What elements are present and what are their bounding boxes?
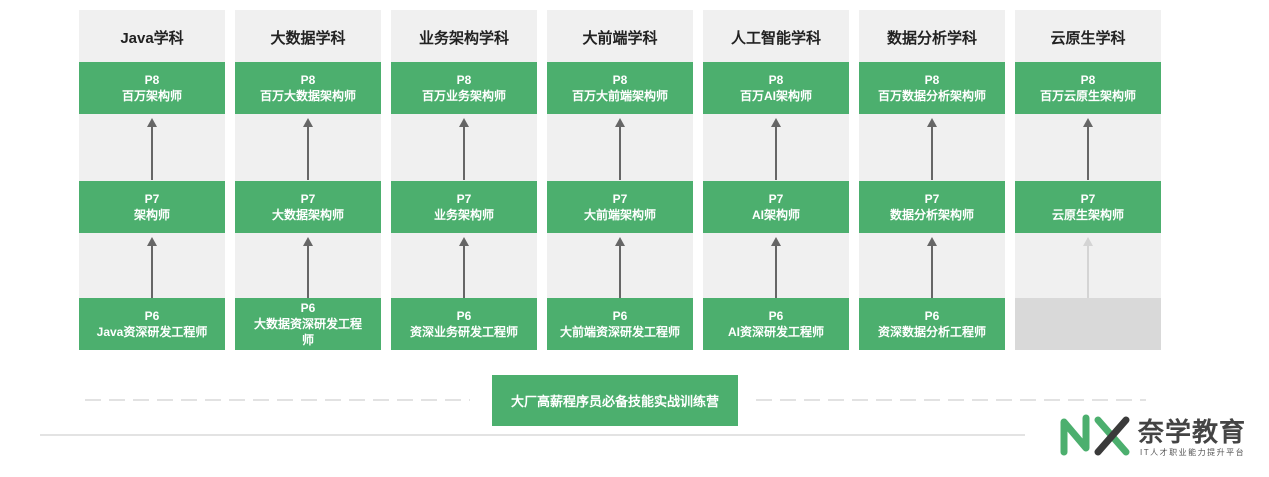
p8-box: P8 百万AI架构师	[703, 62, 849, 114]
p8-box: P8 百万架构师	[79, 62, 225, 114]
arrow-up-icon	[147, 118, 157, 180]
column-title: 大数据学科	[270, 30, 346, 47]
p8-level: P8	[300, 73, 316, 87]
arrow-up-icon	[771, 237, 781, 298]
p6-level: P6	[612, 309, 628, 323]
p8-box: P8 百万业务架构师	[391, 62, 537, 114]
arrow-up-icon	[303, 237, 313, 298]
arrow-up-icon	[459, 118, 469, 180]
nx-logo-icon	[1060, 414, 1130, 456]
p7-role: 大前端架构师	[583, 208, 656, 222]
p7-box: P7 大前端架构师	[547, 181, 693, 233]
p8-role: 百万大数据架构师	[259, 89, 356, 103]
column-java: Java学科 P8 百万架构师 P7 架构师 P6 Java资深研发工程师	[79, 10, 225, 350]
p8-level: P8	[1080, 73, 1096, 87]
brand-logo: 奈学教育 IT人才职业能力提升平台	[1060, 412, 1245, 460]
dashed-line-left	[85, 399, 470, 401]
p6-box: P6 大前端资深研发工程师	[547, 298, 693, 350]
p6-level: P6	[768, 309, 784, 323]
p6-role: 大前端资深研发工程师	[559, 325, 680, 339]
p7-level: P7	[924, 192, 940, 206]
p8-role: 百万云原生架构师	[1039, 89, 1136, 103]
column-business-arch: 业务架构学科 P8 百万业务架构师 P7 业务架构师 P6 资深业务研发工程师	[391, 10, 537, 350]
column-title: 业务架构学科	[418, 30, 509, 47]
p7-role: 大数据架构师	[271, 208, 344, 222]
p6-box: P6 Java资深研发工程师	[79, 298, 225, 350]
p6-role: 资深数据分析工程师	[877, 325, 986, 339]
p8-level: P8	[924, 73, 940, 87]
p8-role: 百万数据分析架构师	[877, 89, 986, 103]
p7-role: 云原生架构师	[1051, 208, 1124, 222]
divider	[40, 434, 1025, 436]
p6-level: P6	[456, 309, 472, 323]
p8-role: 百万AI架构师	[739, 89, 812, 103]
p7-level: P7	[456, 192, 472, 206]
column-frontend: 大前端学科 P8 百万大前端架构师 P7 大前端架构师 P6 大前端资深研发工程…	[547, 10, 693, 350]
p8-level: P8	[456, 73, 472, 87]
column-bigdata: 大数据学科 P8 百万大数据架构师 P7 大数据架构师 P6 大数据资深研发工程…	[235, 10, 381, 350]
p8-box: P8 百万大数据架构师	[235, 62, 381, 114]
p8-box: P8 百万数据分析架构师	[859, 62, 1005, 114]
column-title: Java学科	[120, 30, 184, 47]
p6-role: 资深业务研发工程师	[409, 325, 518, 339]
p6-level: P6	[144, 309, 160, 323]
p7-role: AI架构师	[751, 208, 800, 222]
p6-role: AI资深研发工程师	[727, 325, 824, 339]
p8-role: 百万架构师	[121, 89, 182, 103]
p8-level: P8	[768, 73, 784, 87]
p7-box: P7 架构师	[79, 181, 225, 233]
arrow-up-icon	[1083, 237, 1093, 298]
column-cloud-native: 云原生学科 P8 百万云原生架构师 P7 云原生架构师	[1015, 10, 1161, 350]
arrow-up-icon	[615, 118, 625, 180]
p6-box: P6 资深业务研发工程师	[391, 298, 537, 350]
arrow-up-icon	[927, 237, 937, 298]
column-title: 数据分析学科	[886, 30, 977, 47]
p7-role: 架构师	[133, 208, 170, 222]
bootcamp-banner: 大厂高薪程序员必备技能实战训练营	[492, 375, 738, 426]
p7-box: P7 云原生架构师	[1015, 181, 1161, 233]
p6-box: P6 资深数据分析工程师	[859, 298, 1005, 350]
p8-box: P8 百万云原生架构师	[1015, 62, 1161, 114]
p8-role: 百万大前端架构师	[571, 89, 668, 103]
p8-level: P8	[612, 73, 628, 87]
p7-box: P7 AI架构师	[703, 181, 849, 233]
column-title: 人工智能学科	[730, 30, 821, 47]
arrow-up-icon	[147, 237, 157, 298]
brand-tagline: IT人才职业能力提升平台	[1140, 448, 1246, 457]
arrow-up-icon	[771, 118, 781, 180]
p8-role: 百万业务架构师	[421, 89, 506, 103]
p8-box: P8 百万大前端架构师	[547, 62, 693, 114]
p6-role: Java资深研发工程师	[96, 325, 208, 339]
p6-role: 大数据资深研发工程师	[253, 317, 362, 347]
p6-placeholder-box	[1015, 298, 1161, 350]
p7-box: P7 数据分析架构师	[859, 181, 1005, 233]
arrow-up-icon	[1083, 118, 1093, 180]
arrow-up-icon	[459, 237, 469, 298]
column-data-analysis: 数据分析学科 P8 百万数据分析架构师 P7 数据分析架构师 P6 资深数据分析…	[859, 10, 1005, 350]
dashed-line-right	[756, 399, 1146, 401]
column-title: 云原生学科	[1050, 30, 1126, 47]
p7-level: P7	[612, 192, 628, 206]
p7-level: P7	[300, 192, 316, 206]
p6-box: P6 大数据资深研发工程师	[235, 298, 381, 350]
brand-name: 奈学教育	[1138, 417, 1247, 447]
p7-role: 数据分析架构师	[889, 208, 974, 222]
p6-level: P6	[924, 309, 940, 323]
arrow-up-icon	[927, 118, 937, 180]
p7-box: P7 大数据架构师	[235, 181, 381, 233]
p7-box: P7 业务架构师	[391, 181, 537, 233]
p7-level: P7	[144, 192, 160, 206]
arrow-up-icon	[303, 118, 313, 180]
p6-level: P6	[300, 301, 316, 315]
p6-box: P6 AI资深研发工程师	[703, 298, 849, 350]
column-ai: 人工智能学科 P8 百万AI架构师 P7 AI架构师 P6 AI资深研发工程师	[703, 10, 849, 350]
p7-level: P7	[1080, 192, 1096, 206]
p7-level: P7	[768, 192, 784, 206]
column-title: 大前端学科	[582, 30, 658, 47]
arrow-up-icon	[615, 237, 625, 298]
p7-role: 业务架构师	[433, 208, 494, 222]
p8-level: P8	[144, 73, 160, 87]
